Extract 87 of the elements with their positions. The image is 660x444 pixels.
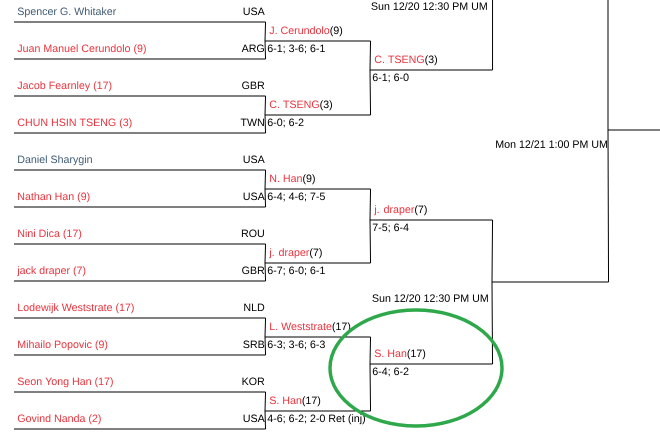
bracket-line — [264, 410, 266, 430]
match-score: 6-4; 6-2 — [372, 368, 408, 376]
bracket-line — [370, 188, 372, 220]
match-time: Sun 12/20 12:30 PM UM — [372, 294, 488, 302]
bracket-line — [492, 282, 494, 364]
player-name: Spencer G. Whitaker — [18, 7, 116, 18]
winner-name: j. draper(7) — [374, 205, 427, 216]
bracket-slot — [14, 118, 266, 134]
match-score: 7-5; 6-4 — [372, 224, 409, 232]
bracket-line — [264, 318, 266, 338]
bracket-slot — [14, 266, 266, 282]
country-code: USA — [244, 8, 265, 16]
bracket-line — [264, 392, 266, 412]
bracket-line — [264, 188, 266, 208]
bracket-slot — [14, 7, 266, 22]
bracket-slot — [264, 26, 372, 54]
player-name: jack draper (7) — [17, 266, 86, 276]
bracket-line — [370, 336, 372, 364]
match-score: 6-1; 6-0 — [372, 74, 409, 82]
country-code: KOR — [242, 378, 264, 386]
winner-name: N. Han(9) — [270, 174, 315, 184]
bracket-line — [264, 170, 266, 190]
player-name: Nini Dica (17) — [18, 229, 82, 240]
bracket-line — [608, 130, 610, 282]
country-code: SRB — [243, 340, 264, 348]
bracket-slot — [370, 55, 494, 82]
country-code: USA — [244, 192, 265, 200]
bracket-slot — [14, 81, 266, 96]
bracket-slot — [264, 174, 372, 202]
bracket-line — [264, 114, 266, 134]
bracket-slot — [14, 192, 266, 208]
match-score: 6-4; 4-6; 7-5 — [268, 192, 325, 202]
winner-name: J. Cerundolo(9) — [269, 26, 342, 36]
bracket-slot — [264, 100, 372, 128]
country-code: USA — [244, 414, 265, 422]
winner-name: S. Han(17) — [270, 396, 320, 406]
bracket-line — [264, 96, 266, 116]
bracket-line — [370, 70, 372, 116]
bracket-line — [264, 244, 266, 264]
bracket-slot — [264, 396, 372, 424]
player-name: Lodewijk Weststrate (17) — [18, 303, 134, 314]
bracket-slot — [14, 303, 266, 318]
player-name: Daniel Sharygin — [18, 155, 92, 166]
match-score: 6-7; 6-0; 6-1 — [268, 266, 325, 276]
bracket-line — [492, 0, 494, 70]
bracket-line — [264, 336, 266, 356]
player-name: Mihailo Popovic (9) — [18, 340, 108, 350]
country-code: ROU — [242, 230, 264, 238]
country-code: TWN — [240, 118, 264, 126]
winner-name: S. Han(17) — [374, 349, 426, 360]
bracket-line — [370, 40, 372, 70]
bracket-slot — [264, 322, 372, 350]
player-name: Govind Nanda (2) — [18, 414, 101, 424]
bracket-slot — [14, 377, 266, 392]
bracket-line — [370, 220, 372, 264]
bracket-slot — [14, 414, 266, 430]
winner-name: j. draper(7) — [269, 248, 322, 258]
match-score: 4-6; 6-2; 2-0 Ret (inj) — [268, 414, 365, 424]
bracket-line — [264, 262, 266, 282]
bracket-line — [264, 22, 266, 42]
bracket-slot — [14, 155, 266, 170]
bracket-slot — [370, 349, 494, 376]
player-name: Seon Yong Han (17) — [18, 377, 113, 388]
winner-name: C. TSENG(3) — [270, 100, 332, 110]
winner-name: C. TSENG(3) — [374, 55, 438, 66]
match-time: Mon 12/21 1:00 PM UM — [496, 140, 608, 148]
player-name: Juan Manuel Cerundolo (9) — [17, 44, 146, 54]
match-score: 6-3; 3-6; 6-3 — [268, 340, 325, 350]
country-code: USA — [244, 156, 265, 164]
country-code: GBR — [242, 82, 264, 90]
country-code: GBR — [242, 266, 264, 274]
match-time: Sun 12/20 12:30 PM UM — [371, 2, 487, 10]
bracket-slot — [370, 205, 494, 232]
bracket-slot — [14, 229, 266, 244]
player-name: CHUN HSIN TSENG (3) — [18, 118, 132, 128]
player-name: Jacob Fearnley (17) — [17, 81, 112, 92]
match-score: 6-1; 3-6; 6-1 — [268, 44, 325, 54]
bracket-slot — [14, 340, 266, 356]
bracket-slot — [14, 44, 266, 60]
bracket-line — [492, 220, 494, 282]
match-score: 6-0; 6-2 — [268, 118, 304, 128]
bracket-line — [370, 364, 372, 412]
bracket-slot — [264, 248, 372, 276]
bracket-line — [264, 40, 266, 60]
country-code: ARG — [242, 44, 264, 52]
country-code: NLD — [244, 304, 264, 311]
player-name: Nathan Han (9) — [18, 192, 90, 202]
